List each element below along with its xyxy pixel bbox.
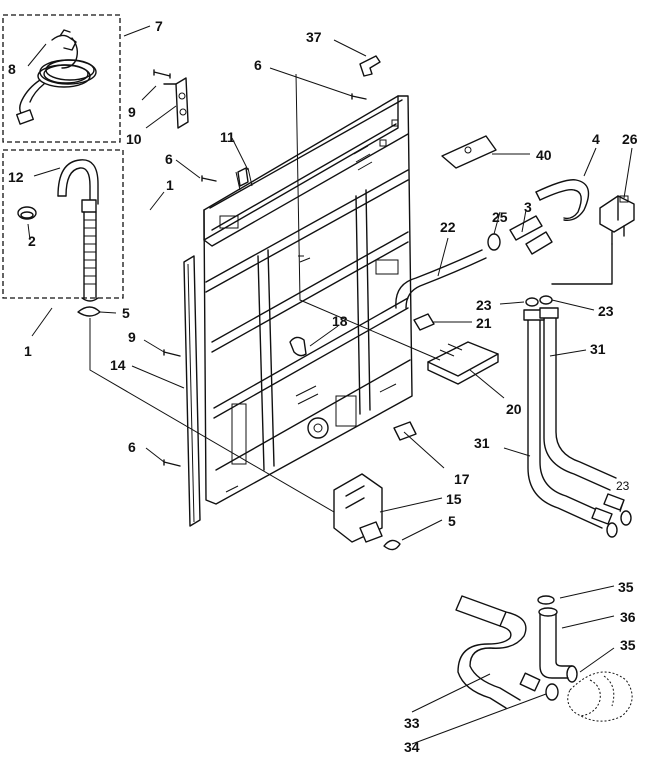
callout-10: 10 [126, 131, 142, 147]
hinge-bracket [163, 77, 189, 129]
callout-34: 34 [404, 739, 420, 755]
drain-fitting-dotted [567, 671, 633, 722]
washers-23 [525, 295, 632, 538]
drain-outlet-15 [333, 473, 383, 543]
callout-31: 31 [590, 341, 606, 357]
callout-15: 15 [446, 491, 462, 507]
drain-hose-33 [455, 595, 541, 709]
callout-22: 22 [440, 219, 456, 235]
callout-35: 35 [618, 579, 634, 595]
callout-21: 21 [476, 315, 492, 331]
callout-17: 17 [454, 471, 470, 487]
wire-clip [289, 336, 307, 357]
leader-lines [27, 25, 633, 745]
callout-40: 40 [536, 147, 552, 163]
clamp-25 [487, 233, 501, 251]
dispenser-20 [427, 341, 499, 385]
hose-clamp-lower [77, 306, 101, 317]
callout-7: 7 [155, 18, 163, 34]
hose-clamp [17, 206, 37, 220]
callout-14: 14 [110, 357, 126, 373]
callout-35: 35 [620, 637, 636, 653]
callout-23: 23 [476, 297, 492, 313]
callout-37: 37 [306, 29, 322, 45]
top-bracket [237, 167, 249, 187]
callout-8: 8 [8, 61, 16, 77]
clamp-5-lower [383, 539, 401, 551]
callout-labels: 7 8 37 6 9 10 11 6 1 12 2 5 1 9 14 6 18 … [8, 18, 638, 755]
callout-4: 4 [592, 131, 600, 147]
standpipe-36 [537, 595, 578, 683]
screw-9-top [153, 69, 171, 79]
callout-25: 25 [492, 209, 508, 225]
screw-6-top [201, 93, 367, 182]
drain-hose-kit-box [2, 149, 124, 299]
nozzle-21 [413, 313, 435, 331]
callout-5: 5 [122, 305, 130, 321]
fill-hose-4 [535, 179, 590, 221]
access-plug-17 [393, 421, 417, 441]
callout-23: 23 [616, 479, 630, 493]
callout-1: 1 [24, 343, 32, 359]
water-valve [599, 195, 635, 245]
callout-11: 11 [220, 129, 235, 145]
power-cord-kit-box [2, 14, 121, 143]
clip-37 [359, 55, 381, 77]
callout-33: 33 [404, 715, 420, 731]
side-trim-strip [183, 255, 201, 527]
callout-3: 3 [524, 199, 532, 215]
drain-hose [57, 159, 99, 302]
clamp-34 [545, 683, 559, 701]
callout-9: 9 [128, 104, 136, 120]
callout-9: 9 [128, 329, 136, 345]
callout-18: 18 [332, 313, 348, 329]
callout-36: 36 [620, 609, 636, 625]
screw-9-mid [163, 349, 181, 357]
inlet-hoses-31 [523, 307, 625, 529]
rear-panel [203, 95, 413, 505]
callout-31: 31 [474, 435, 490, 451]
screw-6-bottom [163, 459, 181, 467]
callout-20: 20 [506, 401, 522, 417]
callout-12: 12 [8, 169, 24, 185]
valve-line-26 [551, 243, 613, 285]
callout-23: 23 [598, 303, 614, 319]
power-cord [16, 29, 97, 125]
callout-6: 6 [128, 439, 136, 455]
hose-22 [395, 249, 487, 309]
callout-1: 1 [166, 177, 174, 193]
callout-6: 6 [254, 57, 262, 73]
callout-2: 2 [28, 233, 36, 249]
callout-26: 26 [622, 131, 638, 147]
callout-6: 6 [165, 151, 173, 167]
inlet-tube-3 [509, 215, 553, 255]
cover-plate [441, 135, 497, 169]
callout-5: 5 [448, 513, 456, 529]
